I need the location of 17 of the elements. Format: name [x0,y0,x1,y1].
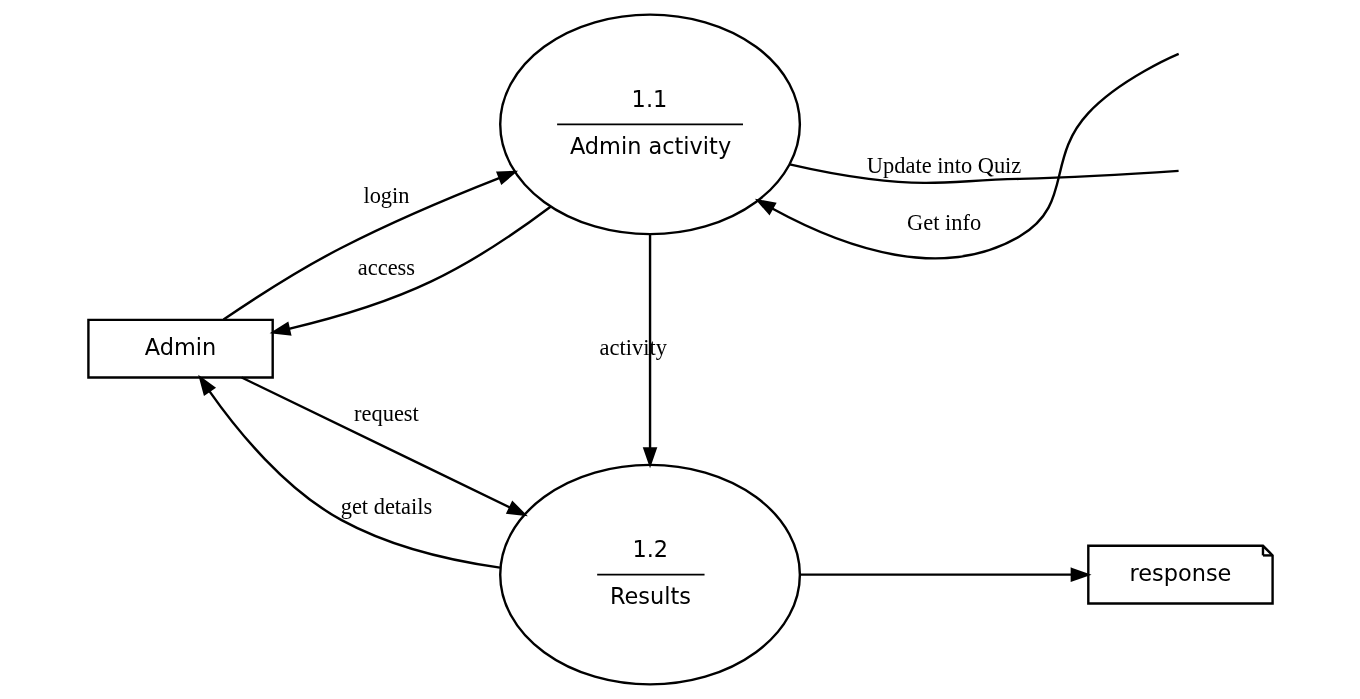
arrow [222,170,518,321]
arrow [642,234,657,469]
edge-label: Get info [906,210,981,236]
edge-label: Update into Quiz [866,152,1021,178]
node-ellipse: 1.1 Admin activity [498,13,801,236]
node-box: Admin [86,318,274,379]
edge-label: login [362,183,409,209]
connector [788,163,1179,185]
arrow [240,376,528,517]
arrow [799,567,1091,582]
node-ellipse: 1.2 Results [498,463,801,686]
edge-label: get details [340,494,432,520]
edge-label: access [357,255,415,281]
arrow [754,52,1179,260]
arrow [197,374,500,569]
edge-label: request [353,401,419,427]
arrow [269,205,551,336]
